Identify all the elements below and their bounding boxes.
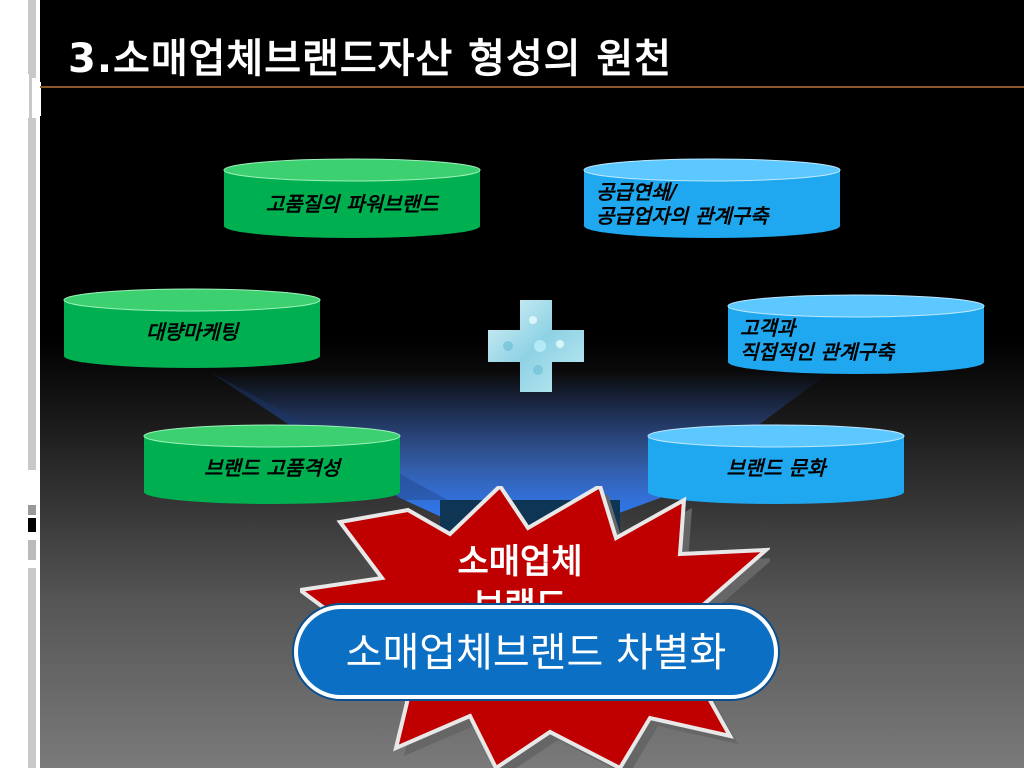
- burst-label-line1: 소매업체: [457, 542, 583, 582]
- strip-bar: [28, 568, 36, 768]
- source-item-label: 고품질의 파워브랜드: [265, 192, 439, 216]
- strip-mark: [28, 505, 36, 515]
- strip-mark: [28, 540, 36, 560]
- result-banner-label: 소매업체브랜드 차별화: [345, 630, 727, 676]
- cylinder-shape: [727, 294, 985, 374]
- source-item-label: 대량마케팅: [146, 320, 238, 344]
- cylinder-shape: [647, 424, 905, 504]
- source-item-label: 공급연쇄/: [596, 180, 677, 204]
- result-banner: 소매업체브랜드 차별화: [294, 605, 778, 699]
- source-item-label: 고객과: [740, 316, 796, 340]
- title-underline: [40, 86, 1024, 88]
- source-item-brand-culture: 브랜드 문화: [646, 424, 906, 506]
- strip-bar: [28, 0, 36, 470]
- source-item-supply-chain: 공급연쇄/ 공급업자의 관계구축: [582, 158, 842, 240]
- source-item-customer-relationship: 고객과 직접적인 관계구축: [726, 294, 986, 376]
- slide-title: 3.소매업체브랜드자산 형성의 원천: [68, 36, 673, 82]
- source-item-label: 직접적인 관계구축: [740, 340, 895, 364]
- cylinder-shape: [143, 424, 401, 504]
- corner-decoration-icon: [18, 74, 41, 118]
- cylinder-shape: [63, 288, 321, 368]
- source-item-quality-brand: 고품질의 파워브랜드: [222, 158, 482, 240]
- plus-icon: [488, 300, 584, 392]
- cylinder-shape: [223, 158, 481, 238]
- left-strip: [0, 0, 40, 768]
- cylinder-shape: [583, 158, 841, 238]
- source-item-label: 브랜드 문화: [726, 456, 826, 480]
- source-item-label: 공급업자의 관계구축: [596, 204, 769, 228]
- strip-mark: [28, 518, 36, 532]
- source-item-mass-marketing: 대량마케팅: [62, 288, 322, 370]
- source-item-brand-prestige: 브랜드 고품격성: [142, 424, 402, 506]
- source-item-label: 브랜드 고품격성: [204, 456, 340, 480]
